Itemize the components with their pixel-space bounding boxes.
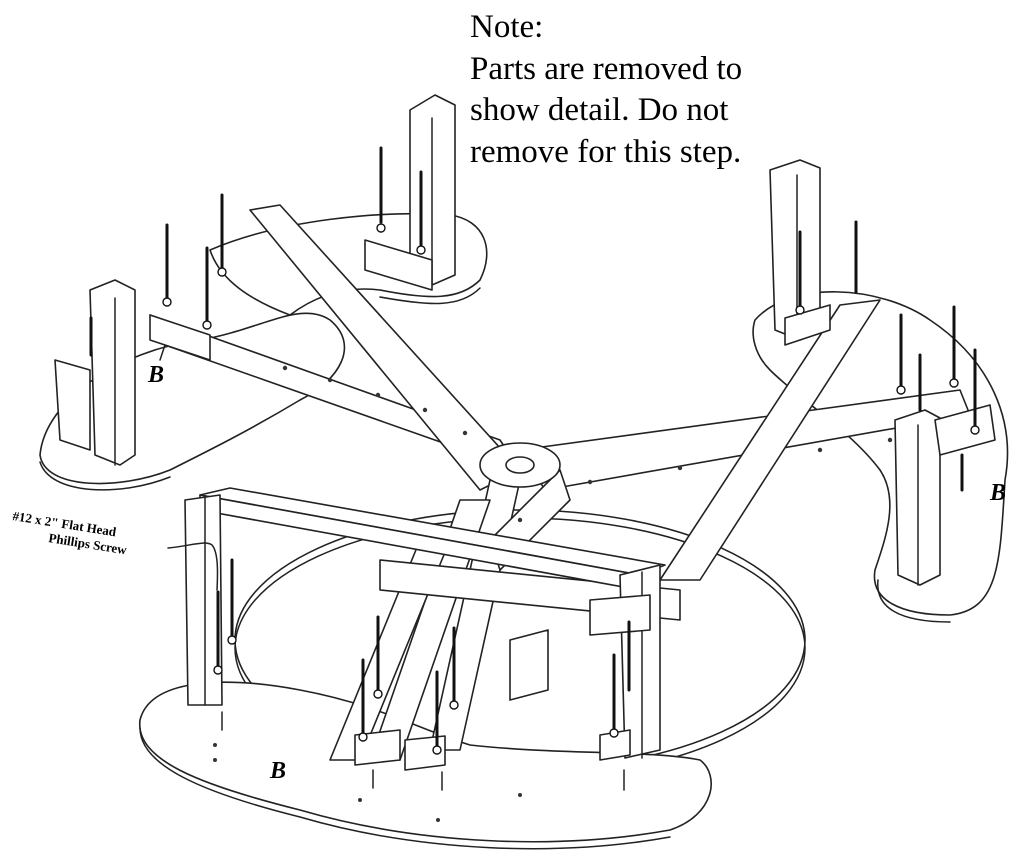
screw — [202, 246, 212, 330]
part-label-front: B — [269, 758, 286, 784]
part-label-right: B — [989, 480, 1006, 506]
screw — [795, 230, 805, 315]
part-labels: B B B — [147, 362, 1006, 784]
screws — [89, 146, 980, 791]
screw — [896, 313, 906, 395]
note-line-3: remove for this step. — [470, 134, 741, 170]
part-label-left: B — [147, 362, 164, 388]
screw — [432, 670, 442, 755]
rail-holes — [213, 365, 893, 822]
front-frame — [184, 487, 666, 759]
post-right-front — [894, 404, 996, 586]
screw — [949, 305, 959, 388]
screw — [970, 348, 980, 435]
note-block: Note: Parts are removed to show detail. … — [470, 9, 742, 170]
note-line-1: Parts are removed to — [470, 51, 742, 87]
small-blocks — [149, 314, 651, 771]
note-line-2: show detail. Do not — [470, 92, 728, 128]
screw — [416, 170, 426, 255]
screw — [217, 193, 227, 277]
screw — [376, 146, 386, 233]
screw-callout: #12 x 2" Flat Head Phillips Screw — [12, 508, 129, 557]
post-left — [54, 279, 136, 466]
screw — [358, 658, 368, 742]
post-right-back — [769, 159, 831, 346]
screw — [449, 626, 459, 710]
post-back — [364, 94, 456, 291]
screw — [162, 223, 172, 307]
screw — [373, 615, 383, 699]
screw — [213, 590, 223, 675]
screw — [609, 653, 619, 738]
center-hub — [479, 442, 561, 488]
note-title: Note: — [470, 9, 543, 45]
screw — [227, 558, 237, 645]
callout-leader — [167, 542, 219, 591]
